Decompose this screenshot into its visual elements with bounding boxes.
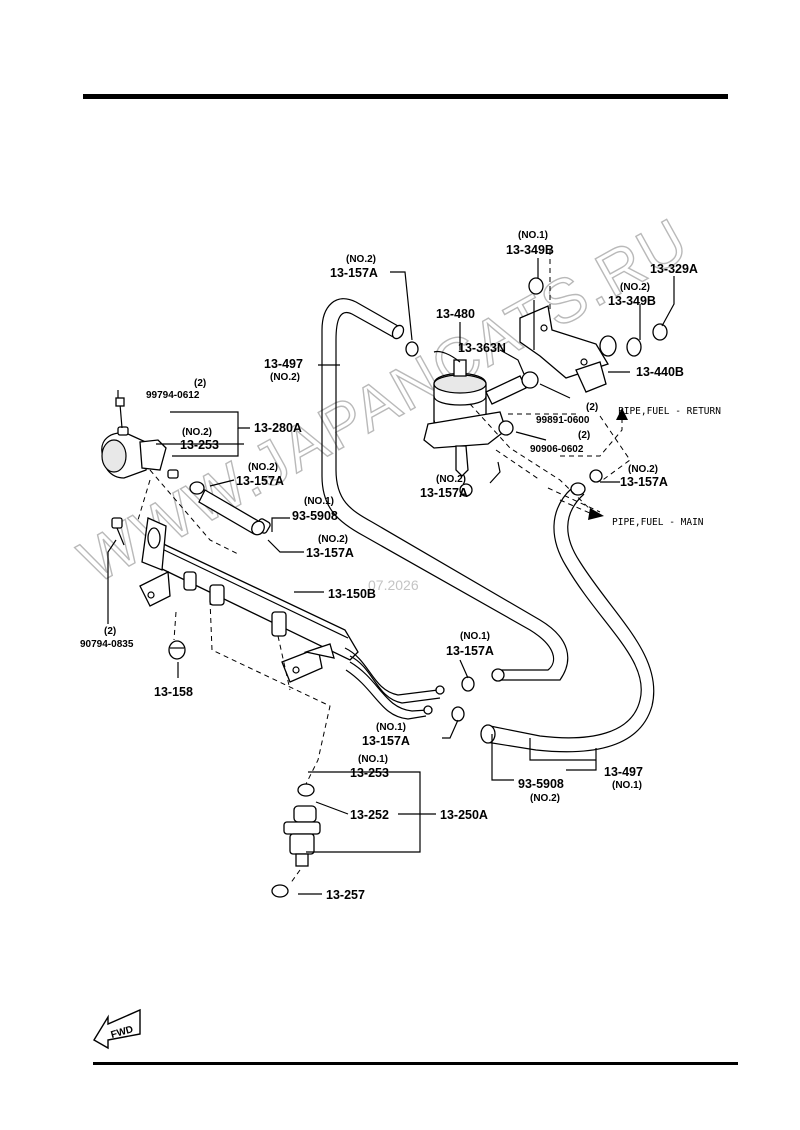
label-13-157a-top: 13-157A bbox=[330, 266, 378, 280]
label-13-349b-no1-sub: (NO.1) bbox=[518, 230, 548, 241]
label-13-497-top-sub: (NO.2) bbox=[270, 372, 300, 383]
label-90906-0602: 90906-0602 bbox=[530, 444, 584, 455]
label-13-157a-no1b-sub: (NO.1) bbox=[376, 722, 406, 733]
filter-bracket bbox=[498, 250, 668, 436]
bottom-rule bbox=[93, 1062, 738, 1065]
label-90906-0602-sub: (2) bbox=[578, 430, 590, 441]
label-99891-0600: 99891-0600 bbox=[536, 415, 590, 426]
label-13-257: 13-257 bbox=[326, 888, 365, 902]
label-93-5908-no2: 93-5908 bbox=[518, 777, 564, 791]
part-labels: (NO.1) 13-349B 13-329A (NO.2) 13-349B (N… bbox=[80, 230, 698, 902]
pipe-arrows bbox=[508, 408, 628, 520]
label-13-250a: 13-250A bbox=[440, 808, 488, 822]
label-13-480: 13-480 bbox=[436, 307, 475, 321]
note-pipe-main: PIPE,FUEL - MAIN bbox=[612, 517, 704, 528]
label-13-157a-low-sub: (NO.2) bbox=[318, 534, 348, 545]
label-13-497-top: 13-497 bbox=[264, 357, 303, 371]
label-13-157a-filter: 13-157A bbox=[420, 486, 468, 500]
label-13-253-bot: 13-253 bbox=[350, 766, 389, 780]
label-13-157a-no1a-sub: (NO.1) bbox=[460, 631, 490, 642]
label-13-253-bot-sub: (NO.1) bbox=[358, 754, 388, 765]
label-13-158: 13-158 bbox=[154, 685, 193, 699]
label-13-497-bot: 13-497 bbox=[604, 765, 643, 779]
main-hose bbox=[480, 482, 655, 753]
label-13-349b-no2-sub: (NO.2) bbox=[620, 282, 650, 293]
short-return-hose bbox=[198, 489, 265, 536]
label-13-157a-low: 13-157A bbox=[306, 546, 354, 560]
fuel-filter bbox=[423, 350, 527, 477]
fuel-injector bbox=[271, 783, 321, 898]
label-13-497-bot-sub: (NO.1) bbox=[612, 780, 642, 791]
label-13-157a-filter-sub: (NO.2) bbox=[436, 474, 466, 485]
label-90794-0835-sub: (2) bbox=[104, 626, 116, 637]
label-99891-0600-sub: (2) bbox=[586, 402, 598, 413]
fuel-rail bbox=[139, 517, 359, 683]
label-13-252: 13-252 bbox=[350, 808, 389, 822]
label-93-5908-no2-sub: (NO.2) bbox=[530, 793, 560, 804]
label-13-253-top: 13-253 bbox=[180, 438, 219, 452]
label-13-157a-mid: 13-157A bbox=[236, 474, 284, 488]
rail-outlet-pipes bbox=[344, 647, 445, 720]
label-93-5908-no1: 93-5908 bbox=[292, 509, 338, 523]
label-13-157a-no1a: 13-157A bbox=[446, 644, 494, 658]
label-13-157a-mid-sub: (NO.2) bbox=[248, 462, 278, 473]
label-99794-0612-sub: (2) bbox=[194, 378, 206, 389]
hose-clamps bbox=[405, 341, 603, 722]
pressure-regulator bbox=[101, 397, 167, 479]
label-13-329a: 13-329A bbox=[650, 262, 698, 276]
watermark-date: 07.2026 bbox=[368, 577, 419, 593]
top-rule bbox=[83, 94, 728, 99]
label-99794-0612: 99794-0612 bbox=[146, 390, 200, 401]
assembly-lines bbox=[137, 403, 631, 885]
label-13-349b-no2: 13-349B bbox=[608, 294, 656, 308]
label-13-280a: 13-280A bbox=[254, 421, 302, 435]
return-hose bbox=[321, 298, 569, 682]
label-13-157a-right: 13-157A bbox=[620, 475, 668, 489]
label-93-5908-no1-sub: (NO.1) bbox=[304, 496, 334, 507]
label-13-150b: 13-150B bbox=[328, 587, 376, 601]
label-13-363n: 13-363N bbox=[458, 341, 506, 355]
label-13-157a-no1b: 13-157A bbox=[362, 734, 410, 748]
label-13-349b-no1: 13-349B bbox=[506, 243, 554, 257]
label-90794-0835: 90794-0835 bbox=[80, 639, 134, 650]
label-13-157a-top-sub: (NO.2) bbox=[346, 254, 376, 265]
label-13-440b: 13-440B bbox=[636, 365, 684, 379]
note-pipe-return: PIPE,FUEL - RETURN bbox=[618, 406, 721, 417]
leader-lines bbox=[107, 258, 675, 895]
fwd-arrow-icon: FWD bbox=[93, 1008, 141, 1050]
label-13-253-top-sub: (NO.2) bbox=[182, 427, 212, 438]
label-13-157a-right-sub: (NO.2) bbox=[628, 464, 658, 475]
